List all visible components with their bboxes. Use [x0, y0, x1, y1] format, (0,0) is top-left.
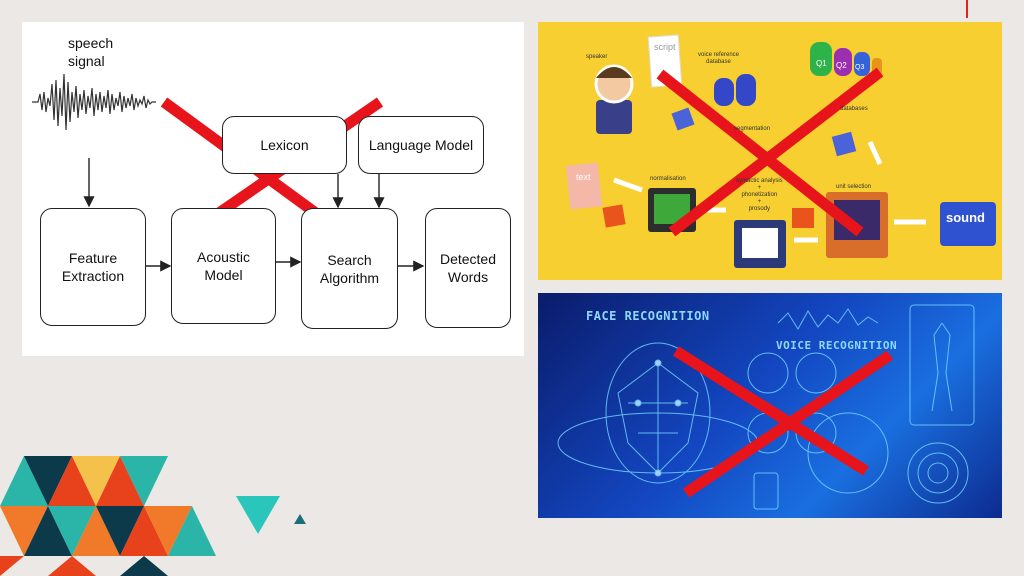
voice-db-label: voice reference database: [698, 52, 740, 65]
acoustic-model-box: Acoustic Model: [171, 208, 276, 324]
accent-line: [966, 0, 968, 18]
face-voice-recognition-illustration: FACE RECOGNITION VOICE RECOGNITION: [538, 293, 1002, 518]
cross-mark-line: [682, 350, 894, 498]
cross-mark-line: [673, 346, 869, 476]
search-algorithm-box: Search Algorithm: [301, 208, 398, 329]
script-label: script: [654, 42, 676, 52]
voice-recognition-title: VOICE RECOGNITION: [776, 339, 898, 352]
q2-label: Q2: [836, 61, 847, 70]
speech-waveform: [32, 73, 156, 131]
speech-recognition-diagram: speech signal Lexicon Language Model Fea…: [22, 22, 524, 356]
text-label: text: [576, 172, 591, 182]
cross-mark-line: [668, 67, 884, 237]
databases-label: databases: [840, 106, 868, 112]
speaker-label: speaker: [586, 54, 608, 60]
unit-selection-label: unit selection: [836, 184, 872, 190]
lexicon-box: Lexicon: [222, 116, 347, 174]
segmentation-label: segmentation: [734, 126, 771, 132]
cross-mark-line: [656, 69, 864, 237]
q1-label: Q1: [816, 59, 827, 68]
feature-extraction-box: Feature Extraction: [40, 208, 146, 326]
sound-label: sound: [946, 210, 985, 225]
q3-label: Q3: [855, 64, 865, 71]
speech-signal-label: speech signal: [68, 35, 114, 69]
detected-words-box: Detected Words: [425, 208, 511, 328]
text-to-speech-illustration: speaker script voice reference database …: [538, 22, 1002, 280]
decorative-triangles: [0, 456, 306, 576]
syntactic-label: syntactic analysis + phonetization + pro…: [736, 178, 783, 212]
tts-artwork: [565, 34, 996, 268]
face-recognition-title: FACE RECOGNITION: [586, 309, 710, 323]
recognition-artwork: [557, 304, 975, 510]
normalisation-label: normalisation: [650, 176, 686, 182]
language-model-box: Language Model: [358, 116, 484, 174]
